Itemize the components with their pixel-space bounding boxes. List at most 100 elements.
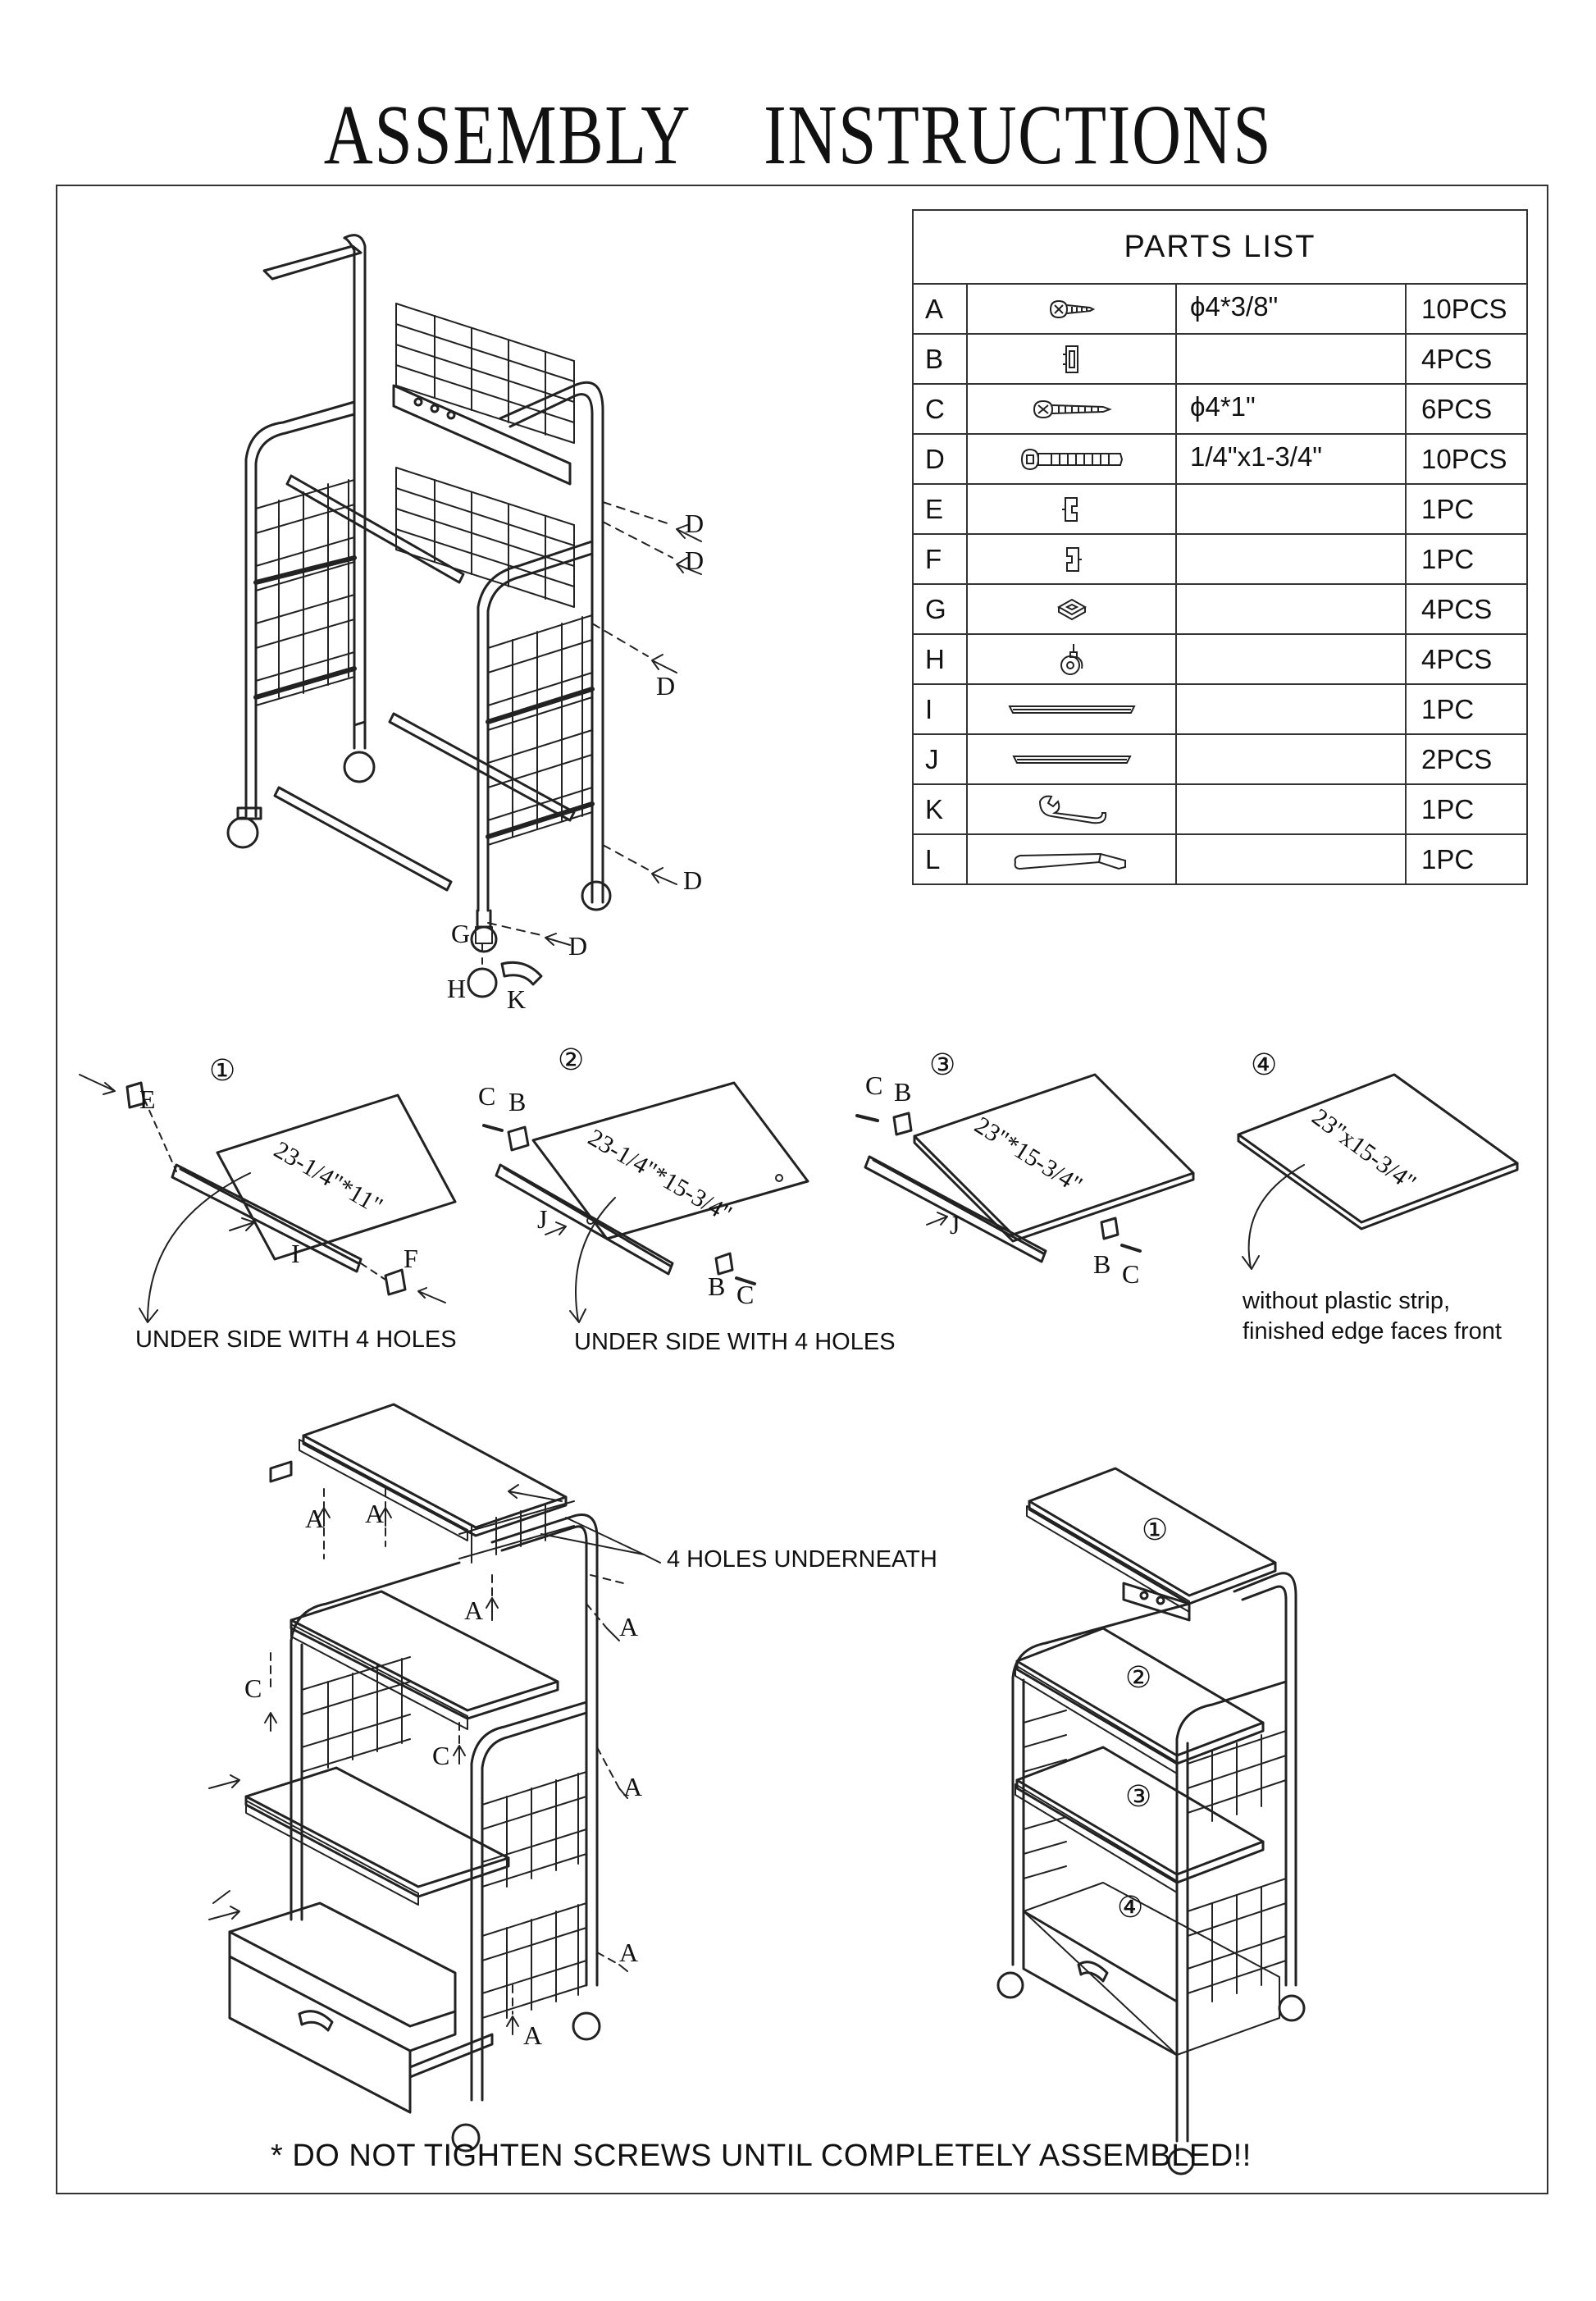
part-letter: F <box>912 533 968 585</box>
bolt-icon <box>966 433 1177 485</box>
part-label-i: I <box>291 1239 300 1268</box>
title-word-assembly: ASSEMBLY <box>323 88 692 182</box>
bolt-label-d: D <box>568 931 588 961</box>
table-row: I 1PC <box>912 683 1528 735</box>
table-row: F 1PC <box>912 533 1528 585</box>
screw-label-a: A <box>365 1499 385 1528</box>
step-number: ② <box>558 1043 585 1077</box>
screw-label-a: A <box>619 1938 639 1967</box>
part-letter: A <box>912 283 968 335</box>
long-rail-icon <box>966 733 1177 785</box>
step-number: ④ <box>1251 1048 1278 1082</box>
tighten-warning: * DO NOT TIGHTEN SCREWS UNTIL COMPLETELY… <box>271 2139 1252 2173</box>
part-label-b: B <box>708 1271 726 1301</box>
part-label-f: F <box>404 1244 418 1273</box>
part-qty: 6PCS <box>1405 383 1528 435</box>
table-row: C ϕ4*1" 6PCS <box>912 383 1528 435</box>
part-spec: ϕ4*3/8" <box>1175 283 1407 335</box>
part-qty: 10PCS <box>1405 283 1528 335</box>
part-spec <box>1175 783 1407 835</box>
part-spec <box>1175 683 1407 735</box>
parts-list-header: PARTS LIST <box>912 209 1528 285</box>
bolt-label-d: D <box>685 546 705 575</box>
part-spec <box>1175 833 1407 885</box>
underside-note: UNDER SIDE WITH 4 HOLES <box>135 1326 457 1353</box>
part-qty: 1PC <box>1405 533 1528 585</box>
step3-diagram <box>855 1073 1195 1263</box>
screw-label-c: C <box>244 1673 262 1703</box>
part-qty: 4PCS <box>1405 333 1528 385</box>
step2-diagram <box>482 1081 809 1323</box>
part-label-c: C <box>865 1071 883 1100</box>
screw-label-a: A <box>619 1612 639 1641</box>
part-spec <box>1175 533 1407 585</box>
part-spec <box>1175 333 1407 385</box>
part-letter: H <box>912 633 968 685</box>
left-clip-icon <box>966 483 1177 535</box>
shelf-number: ② <box>1125 1661 1152 1695</box>
screw-label-c: C <box>432 1741 450 1770</box>
part-spec <box>1175 633 1407 685</box>
shelf-number: ① <box>1142 1513 1169 1547</box>
step1-diagram <box>79 1074 457 1323</box>
table-row: A ϕ4*3/8" 10PCS <box>912 283 1528 335</box>
part-label-b: B <box>1093 1249 1111 1279</box>
washer-icon <box>966 583 1177 635</box>
underside-note: UNDER SIDE WITH 4 HOLES <box>574 1329 896 1355</box>
finished-edge-note: without plastic strip, finished edge fac… <box>1243 1288 1502 1345</box>
caster-wheel-icon <box>966 633 1177 685</box>
wood-screw-icon <box>966 383 1177 435</box>
part-label-c: C <box>736 1280 755 1309</box>
part-letter: I <box>912 683 968 735</box>
step-number: ① <box>209 1054 236 1088</box>
part-qty: 4PCS <box>1405 633 1528 685</box>
table-row: H 4PCS <box>912 633 1528 685</box>
part-letter: B <box>912 333 968 385</box>
shelf-number: ③ <box>1125 1780 1152 1814</box>
wrench-icon <box>966 783 1177 835</box>
part-letter: J <box>912 733 968 785</box>
allen-key-icon <box>966 833 1177 885</box>
table-row: G 4PCS <box>912 583 1528 635</box>
part-label-j: J <box>950 1210 960 1240</box>
part-label-c: C <box>1122 1259 1140 1289</box>
table-row: J 2PCS <box>912 733 1528 785</box>
part-spec <box>1175 733 1407 785</box>
table-row: E 1PC <box>912 483 1528 535</box>
part-spec: ϕ4*1" <box>1175 383 1407 435</box>
part-spec <box>1175 483 1407 535</box>
screw-label-a: A <box>623 1772 643 1801</box>
part-qty: 4PCS <box>1405 583 1528 635</box>
part-label-b: B <box>508 1087 527 1116</box>
assembled-view-diagram <box>996 1467 1306 2175</box>
part-spec: 1/4"x1-3/4" <box>1175 433 1407 485</box>
step-number: ③ <box>929 1048 956 1082</box>
part-letter: G <box>912 583 968 635</box>
part-label-c: C <box>478 1081 496 1111</box>
table-row: L 1PC <box>912 833 1528 885</box>
part-letter: L <box>912 833 968 885</box>
part-label-b: B <box>894 1077 912 1107</box>
exploded-frame-diagram <box>226 234 702 998</box>
shelf-number: ④ <box>1117 1891 1144 1924</box>
wheel-label-h: H <box>447 974 467 1003</box>
part-label-j: J <box>537 1204 548 1234</box>
table-row: K 1PC <box>912 783 1528 835</box>
part-qty: 1PC <box>1405 683 1528 735</box>
table-row: B 4PCS <box>912 333 1528 385</box>
part-letter: D <box>912 433 968 485</box>
part-qty: 1PC <box>1405 783 1528 835</box>
part-qty: 10PCS <box>1405 433 1528 485</box>
part-letter: K <box>912 783 968 835</box>
right-clip-icon <box>966 533 1177 585</box>
short-rail-icon <box>966 683 1177 735</box>
wrench-label-k: K <box>507 984 527 1014</box>
exploded-assembly-diagram <box>208 1403 661 2153</box>
bolt-label-d: D <box>683 865 703 895</box>
part-spec <box>1175 583 1407 635</box>
bolt-label-d: D <box>685 509 705 538</box>
parts-list-table: PARTS LIST A ϕ4*3/8" 10PCS B 4PCS C ϕ4*1… <box>912 209 1528 885</box>
bracket-clip-icon <box>966 333 1177 385</box>
title-word-instructions: INSTRUCTIONS <box>764 88 1273 182</box>
